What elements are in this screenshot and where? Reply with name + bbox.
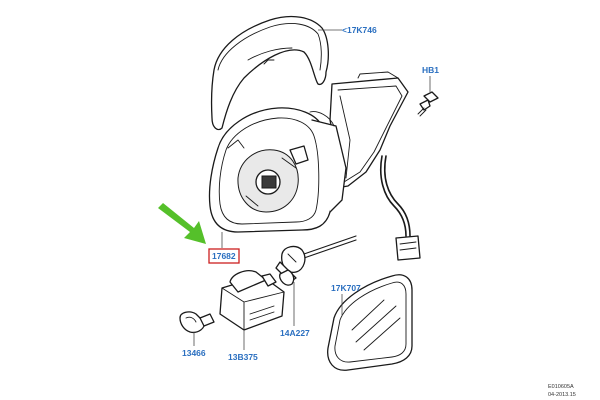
heating-sensor-drawing xyxy=(275,235,357,286)
lamp-unit-drawing xyxy=(219,270,285,331)
mirror-glass-drawing xyxy=(327,274,413,371)
wiring-harness-drawing xyxy=(379,155,421,261)
green-arrow-icon xyxy=(158,203,206,244)
bulb-drawing xyxy=(179,311,215,334)
highlight-box xyxy=(208,248,240,264)
leader-lines xyxy=(193,29,431,350)
label-bulb[interactable]: 13466 xyxy=(182,348,206,358)
label-heating-sensor[interactable]: 14A227 xyxy=(280,328,310,338)
reference-code: E010605A xyxy=(548,384,574,390)
bolt-drawing xyxy=(417,91,439,117)
reference-date: 04-2013.15 xyxy=(548,392,576,398)
label-mirror-cap[interactable]: <17K746 xyxy=(342,25,377,35)
label-bolt[interactable]: HB1 xyxy=(422,65,439,75)
label-lamp-unit[interactable]: 13B375 xyxy=(228,352,258,362)
highlight-arrow xyxy=(158,203,206,244)
mirror-housing-drawing xyxy=(208,107,347,233)
label-mirror-glass[interactable]: 17K707 xyxy=(331,283,361,293)
mirror-cap-drawing xyxy=(210,15,329,131)
label-mirror-housing[interactable]: 17682 xyxy=(212,251,236,261)
